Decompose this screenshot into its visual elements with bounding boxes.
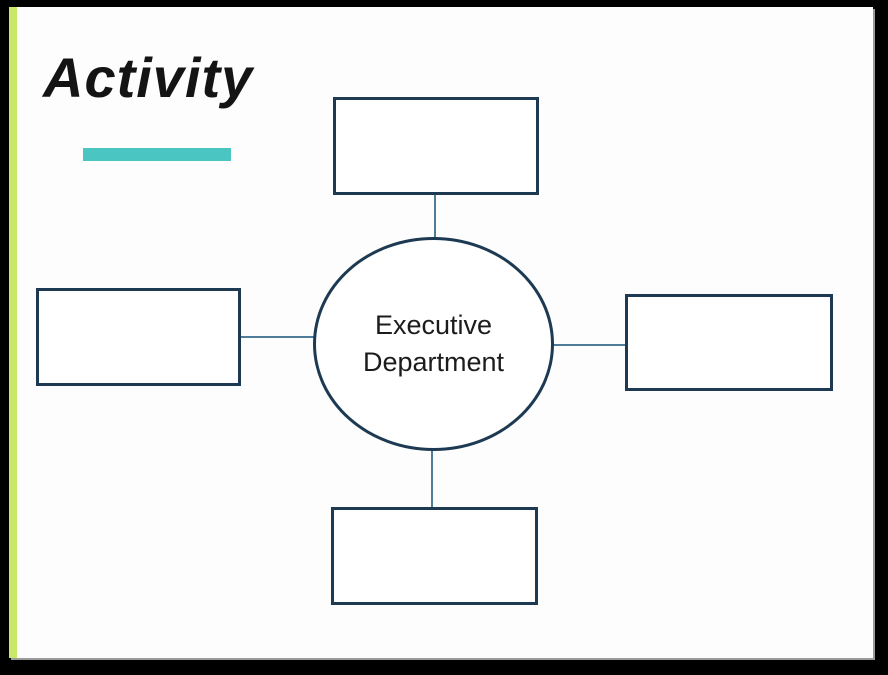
node-box-top (333, 97, 539, 195)
connector-top (434, 195, 436, 239)
node-box-left (36, 288, 241, 386)
left-edge-strip (9, 7, 17, 658)
center-circle: Executive Department (313, 237, 554, 451)
title-accent-bar (83, 148, 231, 161)
node-box-bottom (331, 507, 538, 605)
slide: Activity Executive Department (9, 7, 873, 658)
slide-title: Activity (43, 46, 254, 109)
connector-left (241, 336, 315, 338)
node-box-right (625, 294, 833, 391)
connector-right (553, 344, 627, 346)
connector-bottom (431, 450, 433, 508)
center-circle-label: Executive Department (362, 310, 505, 377)
